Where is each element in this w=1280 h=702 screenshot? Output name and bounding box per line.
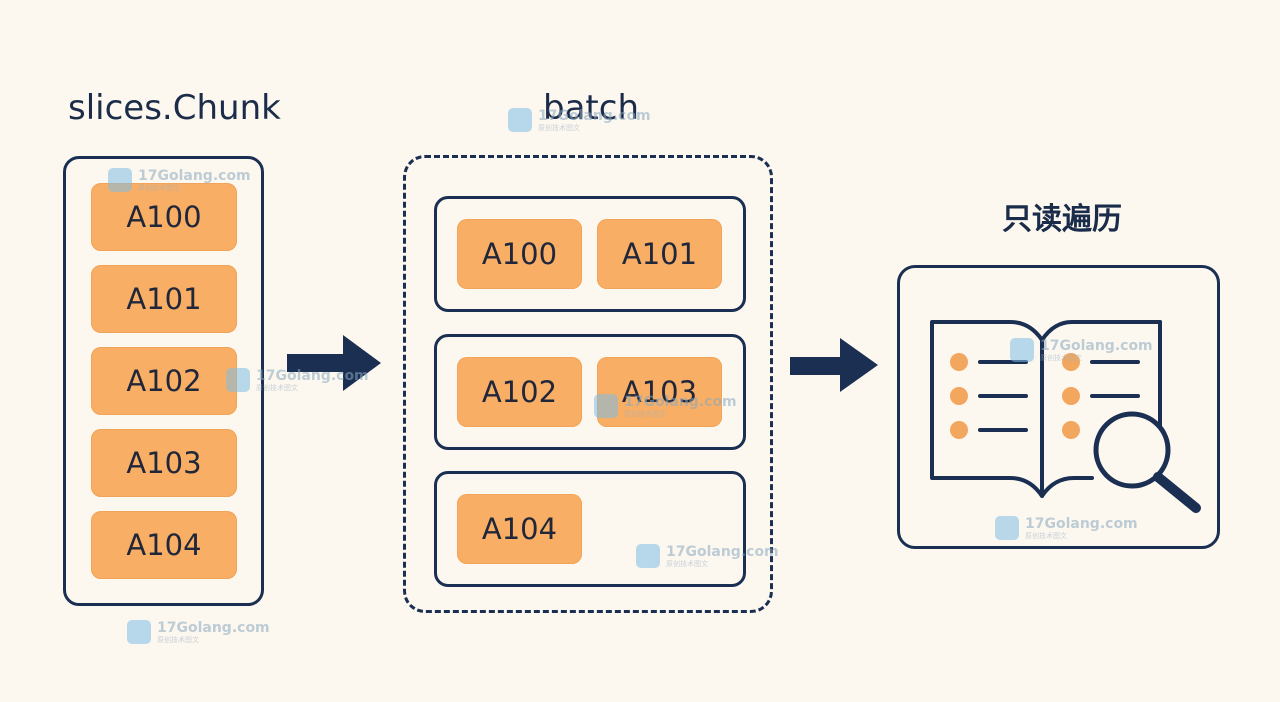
watermark-logo-icon: [508, 108, 532, 132]
watermark-text: 17Golang.com: [157, 619, 270, 636]
batch-item: A101: [597, 219, 722, 289]
watermark-logo-icon: [127, 620, 151, 644]
batch-item: A104: [457, 494, 582, 564]
chunk-item: A103: [91, 429, 237, 497]
batch-group: A100 A101: [434, 196, 746, 312]
right-arrow-icon: [790, 338, 878, 392]
batch-item: A103: [597, 357, 722, 427]
right-arrow-icon: [287, 335, 381, 391]
chunk-title: slices.Chunk: [68, 88, 281, 128]
chunk-item: A104: [91, 511, 237, 579]
open-book-icon: [930, 320, 1201, 513]
batch-group: A102 A103: [434, 334, 746, 450]
chunk-source-panel: A100 A101 A102 A103 A104: [63, 156, 264, 606]
batch-item: A100: [457, 219, 582, 289]
batch-group: A104: [434, 471, 746, 587]
chunk-item: A101: [91, 265, 237, 333]
batch-item: A102: [457, 357, 582, 427]
chunk-item: A100: [91, 183, 237, 251]
batch-title: batch: [543, 88, 639, 128]
batch-panel: A100 A101 A102 A103 A104: [403, 155, 773, 613]
readonly-title: 只读遍历: [1002, 202, 1122, 237]
chunk-item: A102: [91, 347, 237, 415]
watermark-subtext: 原创技术图文: [157, 635, 199, 644]
readonly-panel: [897, 265, 1220, 549]
magnifier-icon: [1093, 411, 1201, 513]
